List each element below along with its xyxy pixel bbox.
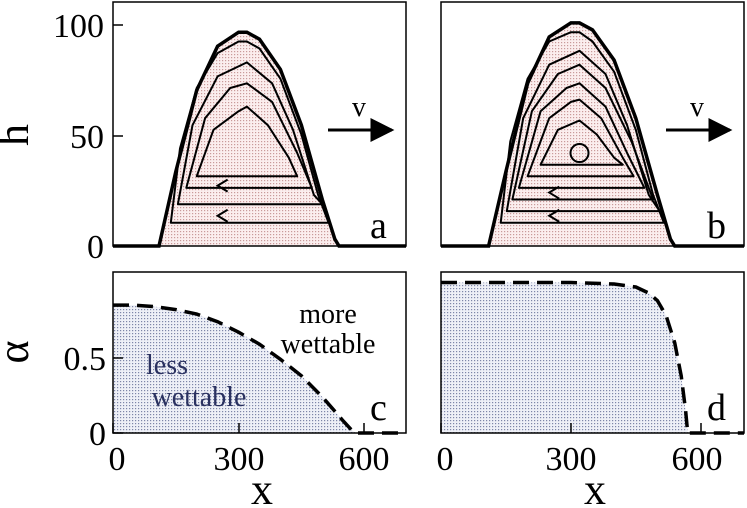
arrow-label-b: v <box>690 92 704 123</box>
panel-a: v a 0 50 100 h <box>0 1 407 266</box>
xlabel-d: x <box>584 465 606 508</box>
xtick-c-300: 300 <box>214 441 265 478</box>
film-profile-b <box>441 21 744 248</box>
streamline-b-2 <box>511 63 655 201</box>
vortex-center-b <box>569 143 590 164</box>
axes-frame-b <box>440 1 745 247</box>
panel-label-a: a <box>370 205 387 247</box>
flow-direction-a-0 <box>215 208 229 223</box>
film-area-a <box>113 32 406 247</box>
flow-direction-b-0 <box>547 208 560 223</box>
streamline-a-2 <box>185 82 313 189</box>
ytick-a-100: 100 <box>53 8 104 45</box>
ytick-a-0: 0 <box>87 229 104 266</box>
streamline-a-1 <box>176 61 324 206</box>
panel-b: v b <box>440 1 745 248</box>
panel-label-c: c <box>370 387 387 429</box>
arrow-label-a: v <box>352 92 366 123</box>
panel-label-b: b <box>707 205 726 247</box>
flow-direction-b-1 <box>547 185 560 200</box>
streamline-b-5 <box>539 119 624 166</box>
xtick-d-600: 600 <box>672 441 723 478</box>
axes-frame-c <box>112 271 407 434</box>
wettability-curve-c <box>113 303 406 435</box>
xlabel-c: x <box>251 465 273 508</box>
x-axis-c: 0 300 600 x <box>109 423 390 508</box>
annotation-wettable-less: wettable <box>152 382 247 413</box>
ytick-c-05: 0.5 <box>64 341 107 378</box>
panel-c: more wettable less wettable c 0 0.5 α 0 … <box>0 271 407 508</box>
panel-d: d 0 300 600 x <box>437 271 745 508</box>
axes-frame-d <box>440 271 745 434</box>
xtick-d-0: 0 <box>437 441 454 478</box>
film-area-b <box>441 22 744 247</box>
xtick-c-0: 0 <box>109 441 126 478</box>
streamline-b-1 <box>505 49 661 213</box>
ytick-c-0: 0 <box>89 416 106 453</box>
streamline-a-3 <box>195 105 299 178</box>
y-axis-c: 0 0.5 α <box>0 340 123 453</box>
ylabel-alpha: α <box>0 340 38 363</box>
panel-label-d: d <box>707 387 726 429</box>
flow-direction-a-1 <box>215 178 229 193</box>
x-axis-d: 0 300 600 x <box>437 423 723 508</box>
xtick-d-300: 300 <box>546 441 597 478</box>
streamline-b-4 <box>526 98 635 178</box>
annotation-more: more <box>299 299 357 330</box>
film-profile-a <box>113 30 406 248</box>
annotation-less: less <box>146 350 188 381</box>
axes-frame-a <box>112 1 407 247</box>
streamline-b-3 <box>517 82 646 189</box>
velocity-arrow-b: v <box>666 92 733 142</box>
xtick-c-600: 600 <box>339 441 390 478</box>
ytick-a-50: 50 <box>70 119 104 156</box>
velocity-arrow-a: v <box>328 92 395 142</box>
less-wettable-area <box>113 305 406 433</box>
annotation-wettable-more: wettable <box>281 329 376 360</box>
less-wettable-area-d <box>441 282 744 433</box>
ylabel-h: h <box>0 124 38 146</box>
y-axis-a: 0 50 100 h <box>0 8 123 266</box>
